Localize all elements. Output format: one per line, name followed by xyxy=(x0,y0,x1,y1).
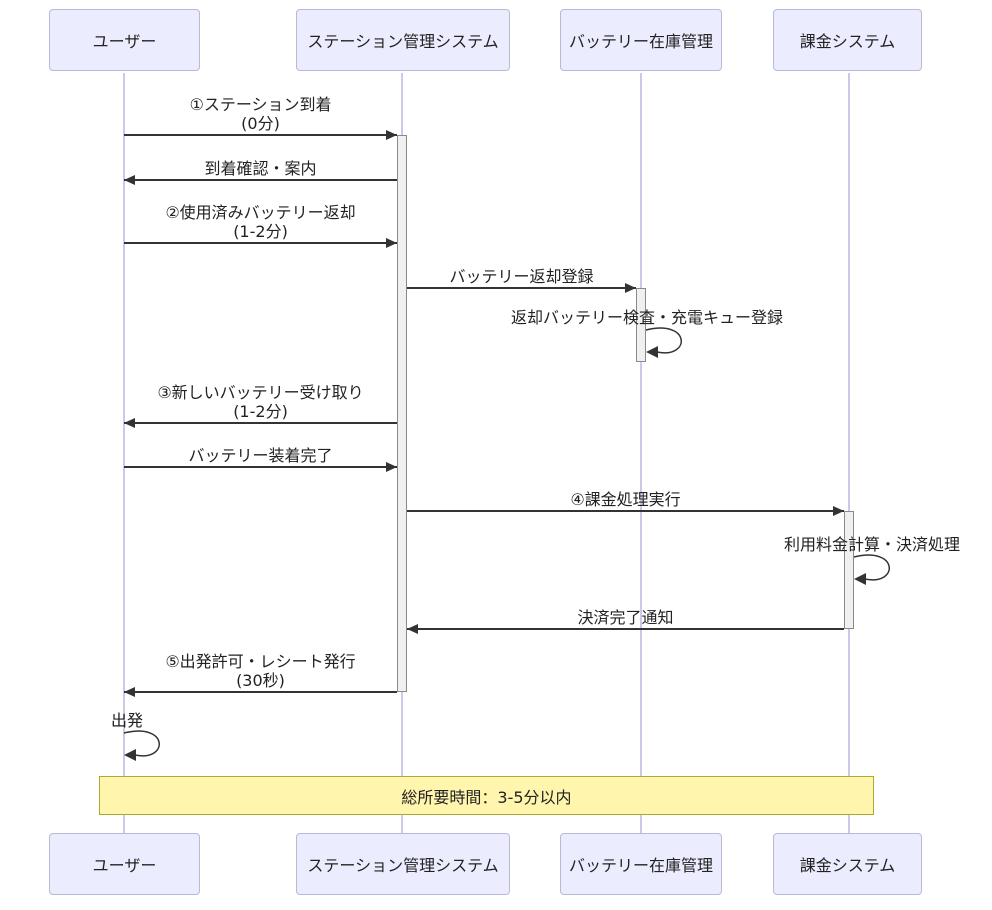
actor-bottom-battery: バッテリー在庫管理 xyxy=(560,833,722,895)
note-total-time: 総所要時間：3-5分以内 xyxy=(99,776,874,815)
activation-battery xyxy=(636,288,646,362)
actor-bottom-billing: 課金システム xyxy=(773,833,922,895)
arrowhead-left xyxy=(124,687,135,697)
actor-top-billing: 課金システム xyxy=(773,9,922,71)
self-loop-arrow xyxy=(645,327,682,358)
message-line xyxy=(124,691,397,693)
message-label: ⑤出発許可・レシート発行 (30秒) xyxy=(165,652,356,690)
message-label: ③新しいバッテリー受け取り (1-2分) xyxy=(157,383,364,421)
message-line xyxy=(124,422,397,424)
actor-top-user: ユーザー xyxy=(49,9,200,71)
arrowhead-right xyxy=(386,462,397,472)
message-line xyxy=(124,134,397,136)
lifeline-user xyxy=(123,73,125,833)
message-label: 到着確認・案内 xyxy=(204,159,317,178)
lifeline-billing xyxy=(848,73,850,833)
message-label: ②使用済みバッテリー返却 (1-2分) xyxy=(165,203,356,241)
activation-station xyxy=(397,135,407,692)
message-label: バッテリー装着完了 xyxy=(188,446,333,465)
message-line xyxy=(407,628,844,630)
arrowhead-left xyxy=(124,175,135,185)
actor-bottom-station: ステーション管理システム xyxy=(296,833,510,895)
actor-label: ステーション管理システム xyxy=(307,32,499,51)
actor-label: ユーザー xyxy=(92,856,157,875)
message-line xyxy=(124,466,397,468)
message-label: 出発 xyxy=(110,711,143,730)
self-loop-arrow xyxy=(853,554,890,585)
message-label: 利用料金計算・決済処理 xyxy=(783,535,960,554)
message-label: ④課金処理実行 xyxy=(570,490,681,509)
arrowhead-right xyxy=(386,130,397,140)
arrowhead-right xyxy=(833,506,844,516)
actor-top-battery: バッテリー在庫管理 xyxy=(560,9,722,71)
note-label: 総所要時間：3-5分以内 xyxy=(401,787,572,807)
message-label: バッテリー返却登録 xyxy=(449,267,594,286)
activation-billing xyxy=(844,511,854,629)
self-loop-arrow xyxy=(123,730,160,761)
actor-label: ユーザー xyxy=(92,32,157,51)
message-label: 返却バッテリー検査・充電キュー登録 xyxy=(510,308,783,327)
lifeline-battery xyxy=(640,73,642,833)
actor-label: バッテリー在庫管理 xyxy=(568,856,713,875)
actor-label: バッテリー在庫管理 xyxy=(568,32,713,51)
actor-label: 課金システム xyxy=(799,32,896,51)
actor-bottom-user: ユーザー xyxy=(49,833,200,895)
message-label: 決済完了通知 xyxy=(577,608,674,627)
arrowhead-right xyxy=(386,238,397,248)
actor-top-station: ステーション管理システム xyxy=(296,9,510,71)
message-line xyxy=(124,179,397,181)
message-line xyxy=(407,287,636,289)
actor-label: 課金システム xyxy=(799,856,896,875)
arrowhead-right xyxy=(625,283,636,293)
message-line xyxy=(407,510,844,512)
message-line xyxy=(124,242,397,244)
arrowhead-left xyxy=(124,418,135,428)
actor-label: ステーション管理システム xyxy=(307,856,499,875)
arrowhead-left xyxy=(407,624,418,634)
message-label: ①ステーション到着 (0分) xyxy=(189,95,332,133)
